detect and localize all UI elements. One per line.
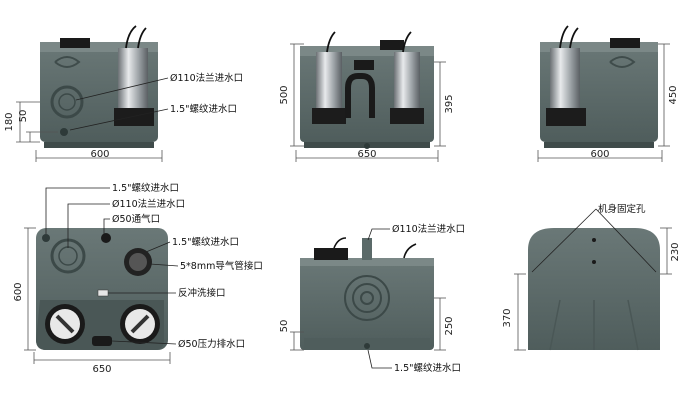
label-inlet-thread: 1.5"螺纹进水口	[170, 103, 237, 115]
dim-width-650: 650	[357, 149, 376, 160]
dim-width-650: 650	[92, 364, 111, 375]
pump-base	[546, 108, 586, 126]
discharge-50	[92, 336, 112, 346]
pump-cable	[326, 31, 412, 53]
inspection-cap	[380, 40, 404, 50]
mount-hole-upper	[592, 238, 596, 242]
dim-height-500: 500	[279, 85, 290, 104]
backflush-port	[97, 289, 109, 297]
dim-height-370: 370	[502, 308, 513, 327]
label-guide-pipe: 5*8mm导气管接口	[180, 260, 263, 272]
dim-height-450: 450	[668, 85, 679, 104]
pump-cable	[125, 25, 147, 49]
tank-bottom	[528, 228, 660, 350]
inspection-cap	[314, 248, 348, 260]
inspection-cap	[60, 38, 90, 48]
pump-cable	[559, 25, 579, 49]
pump-motor-right	[394, 52, 420, 114]
pump-motor-left	[316, 52, 342, 114]
tank-lid	[540, 42, 658, 52]
label-inlet-thread: 1.5"螺纹进水口	[112, 182, 179, 194]
pump-motor	[550, 48, 580, 114]
label-inlet-110: Ø110法兰进水口	[112, 198, 185, 210]
view-bottom: 230 370 机身固定孔	[502, 203, 681, 351]
dim-width-600: 600	[590, 149, 609, 160]
view-front: 650 500 395	[279, 31, 455, 162]
dim-height-180: 180	[4, 112, 15, 131]
view-rear: 50 250 Ø110法兰进水口 1.5"螺纹进水口	[279, 223, 465, 374]
flange-inlet-110	[362, 238, 372, 260]
tank-lid	[300, 258, 434, 266]
thread-inlet	[42, 234, 50, 242]
guide-pipe-port	[129, 253, 147, 271]
logo-emblem	[609, 56, 636, 68]
logo-emblem	[344, 275, 390, 321]
pump-motor	[118, 48, 148, 114]
view-top: 650 600 1.5"螺纹进水口 Ø110法兰进水口 Ø50通气口 1.5"螺…	[13, 182, 263, 375]
thread-inlet	[364, 343, 370, 349]
dim-height-250: 250	[444, 316, 455, 335]
inspection-cap	[610, 38, 640, 48]
tank-lid	[300, 46, 434, 56]
dim-height-600: 600	[13, 282, 24, 301]
view-side-right: 600 450	[537, 25, 679, 162]
dim-height-395: 395	[444, 94, 455, 113]
label-inlet-thread-2: 1.5"螺纹进水口	[172, 236, 239, 248]
pump-base	[114, 108, 154, 126]
tank-lid	[40, 42, 158, 52]
dim-height-230: 230	[670, 242, 681, 261]
label-mount-hole: 机身固定孔	[598, 203, 646, 215]
view-side-left: 600 180 50 Ø110法兰进水口 1.5"螺纹进水口	[4, 25, 243, 162]
vent-50	[101, 233, 111, 243]
label-inlet-thread: 1.5"螺纹进水口	[394, 362, 461, 374]
dim-height-50: 50	[279, 320, 290, 333]
dim-height-50: 50	[18, 110, 29, 123]
label-inlet-110: Ø110法兰进水口	[170, 72, 243, 84]
dim-width-600: 600	[90, 149, 109, 160]
label-vent-50: Ø50通气口	[112, 213, 160, 225]
logo-emblem	[54, 56, 81, 68]
flange-inlet-110	[50, 85, 84, 119]
thread-inlet	[60, 128, 68, 136]
label-backflush: 反冲洗接口	[178, 287, 226, 299]
discharge-pipe	[345, 73, 375, 118]
label-discharge-50: Ø50压力排水口	[178, 338, 245, 350]
label-inlet-110: Ø110法兰进水口	[392, 223, 465, 235]
mount-hole-lower	[592, 260, 596, 264]
